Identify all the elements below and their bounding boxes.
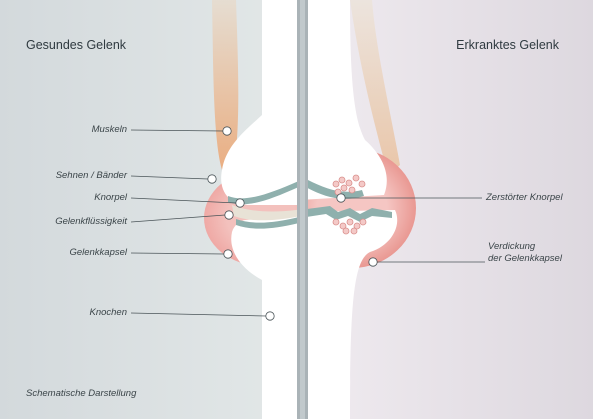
marker-bone <box>265 311 275 321</box>
leader-lines-left <box>130 129 267 317</box>
diseased-joint <box>308 0 416 419</box>
diseased-joint-title: Erkranktes Gelenk <box>456 38 559 52</box>
label-synovial-fluid: Gelenkflüssigkeit <box>55 216 127 227</box>
cartilage-damaged-right <box>308 206 392 222</box>
marker-destroyed-cartilage <box>336 193 346 203</box>
upper-bone-left <box>221 0 297 205</box>
marker-thickened-capsule <box>368 257 378 267</box>
label-bone: Knochen <box>89 307 127 318</box>
upper-bone-right <box>308 0 387 200</box>
label-markers-left <box>207 126 275 321</box>
label-muscles: Muskeln <box>91 124 127 135</box>
label-destroyed-cartilage: Zerstörter Knorpel <box>486 192 563 203</box>
label-capsule: Gelenkkapsel <box>69 247 127 258</box>
inflammatory-cells <box>332 174 367 235</box>
lower-bone-right <box>308 210 398 419</box>
cartilage-lower-left <box>236 217 297 229</box>
label-cartilage: Knorpel <box>94 192 127 203</box>
lower-bone-left <box>231 216 297 419</box>
label-tendons: Sehnen / Bänder <box>55 170 127 181</box>
marker-muscles <box>222 126 232 136</box>
cartilage-upper-left <box>228 181 297 205</box>
muscle-left <box>212 0 239 170</box>
label-thickened-capsule: Verdickung der Gelenkkapsel <box>488 241 562 264</box>
marker-capsule <box>223 249 233 259</box>
healthy-joint <box>204 0 297 419</box>
panel-divider-highlight <box>300 0 305 419</box>
marker-tendons <box>207 174 217 184</box>
label-markers-right <box>336 193 378 267</box>
marker-cartilage <box>235 198 245 208</box>
healthy-joint-title: Gesundes Gelenk <box>26 38 127 52</box>
marker-synovial-fluid <box>224 210 234 220</box>
synovial-space-left <box>232 205 297 221</box>
leader-lines-right <box>345 197 485 263</box>
cartilage-remnant-right <box>308 179 364 199</box>
diagram-caption: Schematische Darstellung <box>26 388 137 399</box>
muscle-right <box>350 0 400 175</box>
